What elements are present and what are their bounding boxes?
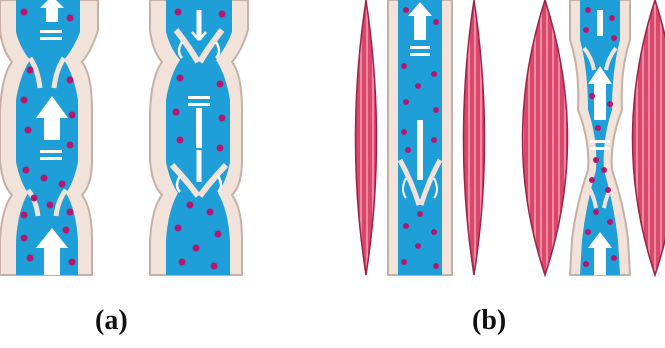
vein-b-relaxed <box>388 0 452 275</box>
panel-a-label: (a) <box>95 305 128 337</box>
panel-a <box>0 0 248 275</box>
vein-b-contracted <box>570 0 630 275</box>
muscle-relaxed-right <box>464 0 485 275</box>
vein-a-right <box>150 0 248 275</box>
muscle-contracted-right <box>633 0 665 275</box>
muscle-contracted-left <box>523 0 568 275</box>
panel-b <box>356 0 665 275</box>
muscle-relaxed-left <box>356 0 377 275</box>
vein-a-left <box>0 0 98 275</box>
panel-b-label: (b) <box>472 305 506 337</box>
